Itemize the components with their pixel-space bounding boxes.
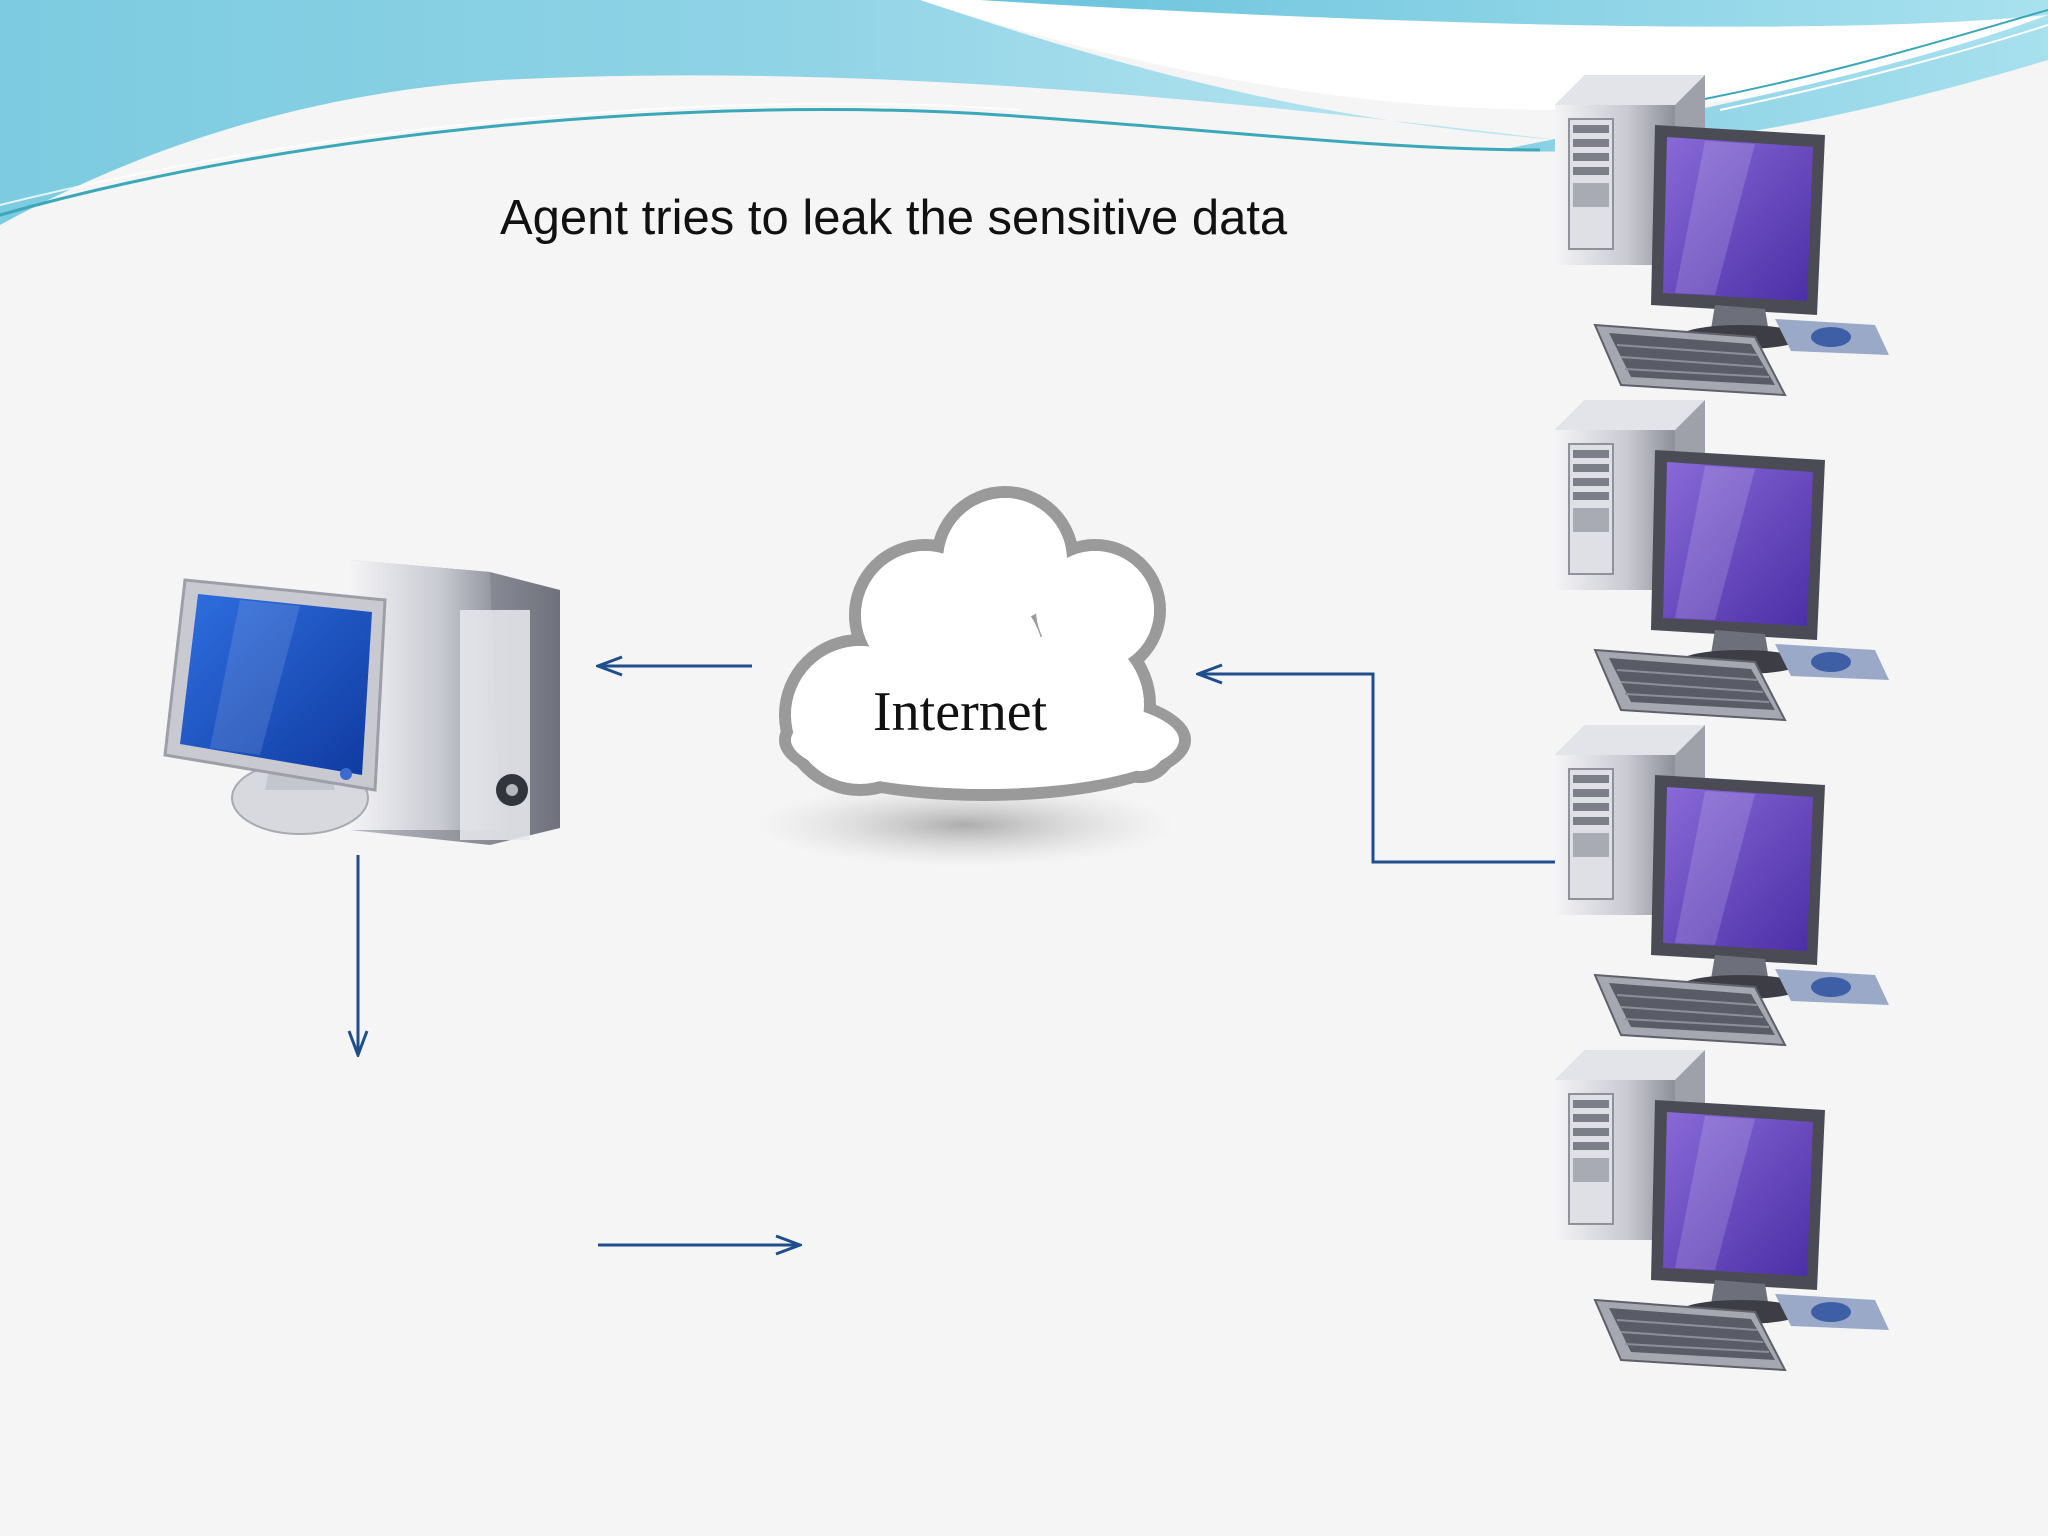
desktop-computer-icon [1554,399,1890,721]
agent-computer [163,560,560,845]
connection-arrows [358,666,1555,1245]
desktop-computer-icon [1554,724,1890,1046]
remote-computer-3 [1554,724,1890,1046]
remote-computers [1554,74,1890,1371]
desktop-computer-icon [1554,1049,1890,1371]
cloud-label: Internet [873,681,1048,743]
internet-cloud [755,486,1191,867]
arrow-remote-to-cloud [1198,674,1555,864]
slide-title: Agent tries to leak the sensitive data [500,191,1288,245]
remote-computer-2 [1554,399,1890,721]
remote-computer-4 [1554,1049,1890,1371]
header-wave-decoration [0,0,2048,225]
desktop-computer-icon [163,560,560,845]
